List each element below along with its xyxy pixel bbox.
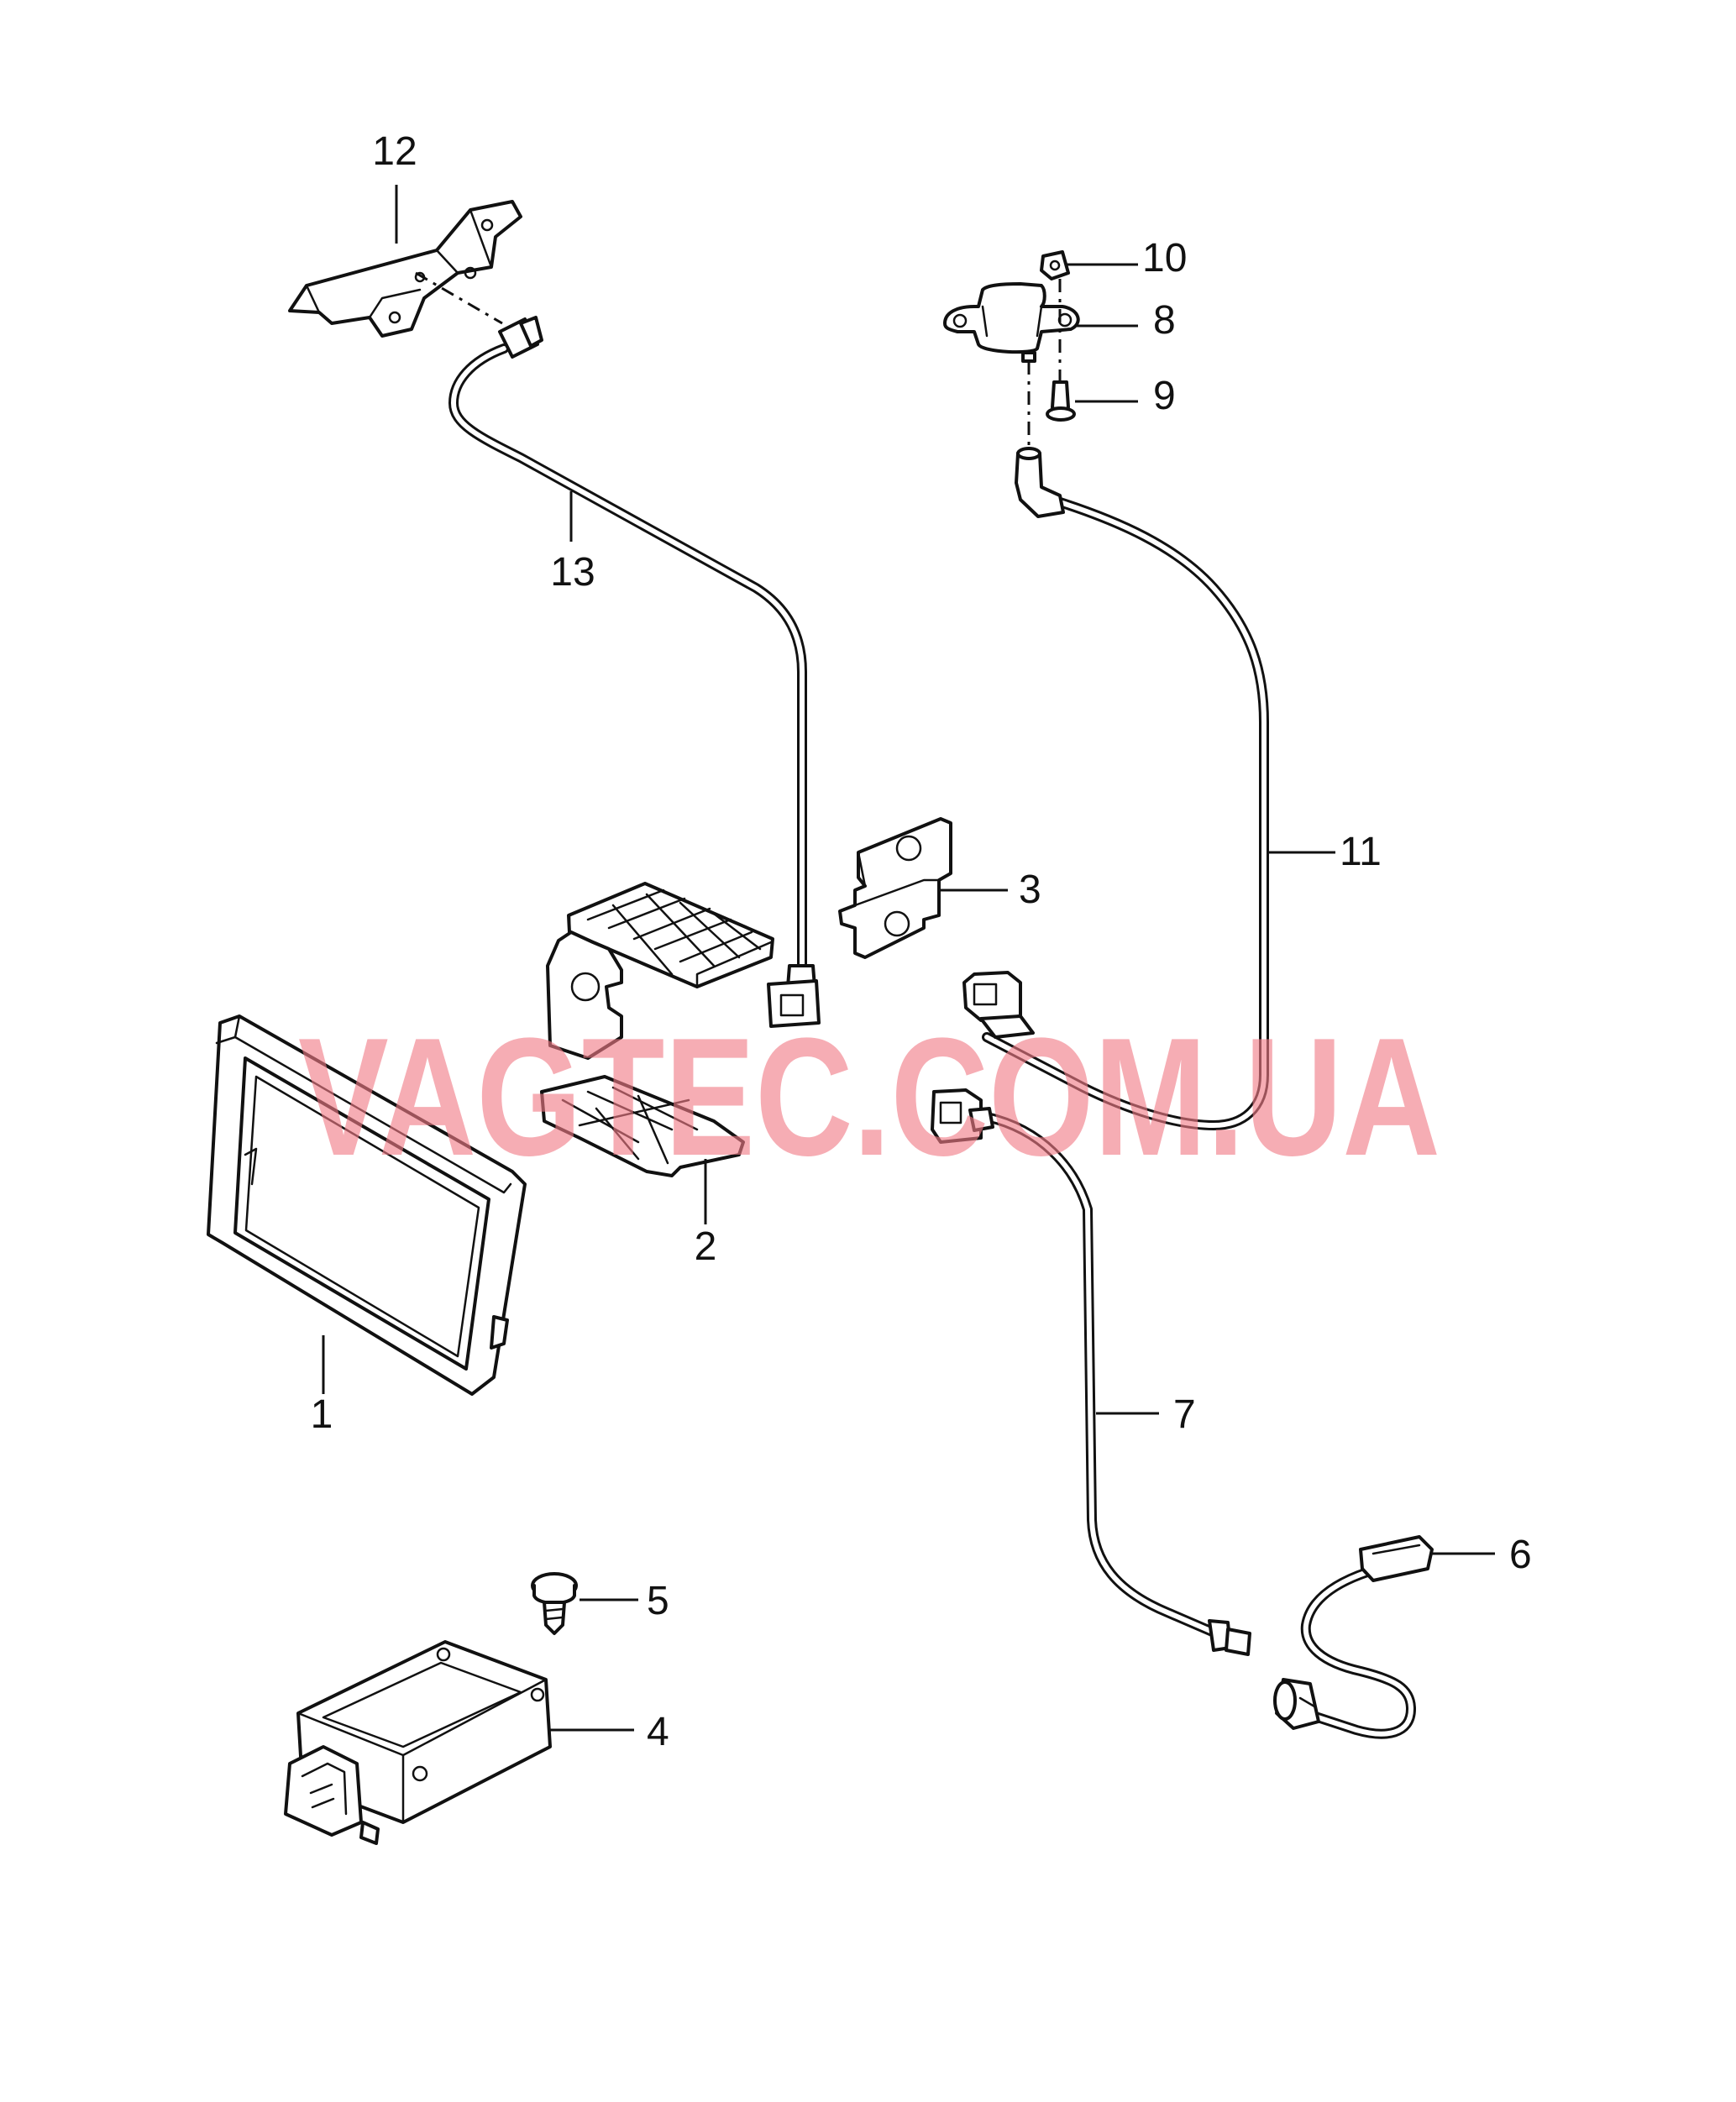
- callout-6: 6: [1509, 1533, 1532, 1577]
- part-6-adapter-cable: [1273, 1535, 1434, 1739]
- part-12-antenna-amplifier: [288, 200, 522, 338]
- part-8-antenna: [943, 282, 1080, 363]
- callout-11: 11: [1340, 830, 1382, 874]
- callout-2: 2: [695, 1224, 717, 1269]
- callout-4: 4: [647, 1710, 669, 1754]
- callout-3: 3: [1019, 868, 1041, 912]
- callout-10: 10: [1142, 236, 1187, 280]
- callout-13: 13: [550, 550, 595, 595]
- watermark: VAGTEC.COM.UA: [298, 1004, 1440, 1191]
- part-5-screw: [531, 1572, 578, 1635]
- leader-lines: [322, 185, 1495, 1732]
- part-10-nut: [1040, 250, 1070, 280]
- part-13-antenna-cable: [448, 316, 821, 1028]
- part-1-frame: [207, 1014, 527, 1396]
- part-11-antenna-cable: [962, 447, 1269, 1130]
- part-4-control-unit: [284, 1640, 552, 1845]
- callout-5: 5: [647, 1579, 669, 1623]
- part-9-screw: [1046, 380, 1076, 422]
- callout-9: 9: [1153, 374, 1176, 418]
- part-3-bracket: [838, 817, 952, 959]
- callout-7: 7: [1173, 1392, 1196, 1437]
- part-2-holder: [540, 882, 774, 1177]
- callout-labels: 12 13 10 8 9 11 3 2 1 7 6 5 4: [311, 129, 1532, 1754]
- callout-8: 8: [1153, 298, 1176, 343]
- part-7-antenna-cable: [931, 1088, 1251, 1656]
- callout-12: 12: [372, 129, 417, 174]
- assembly-line-12: [415, 271, 503, 325]
- callout-1: 1: [311, 1392, 333, 1437]
